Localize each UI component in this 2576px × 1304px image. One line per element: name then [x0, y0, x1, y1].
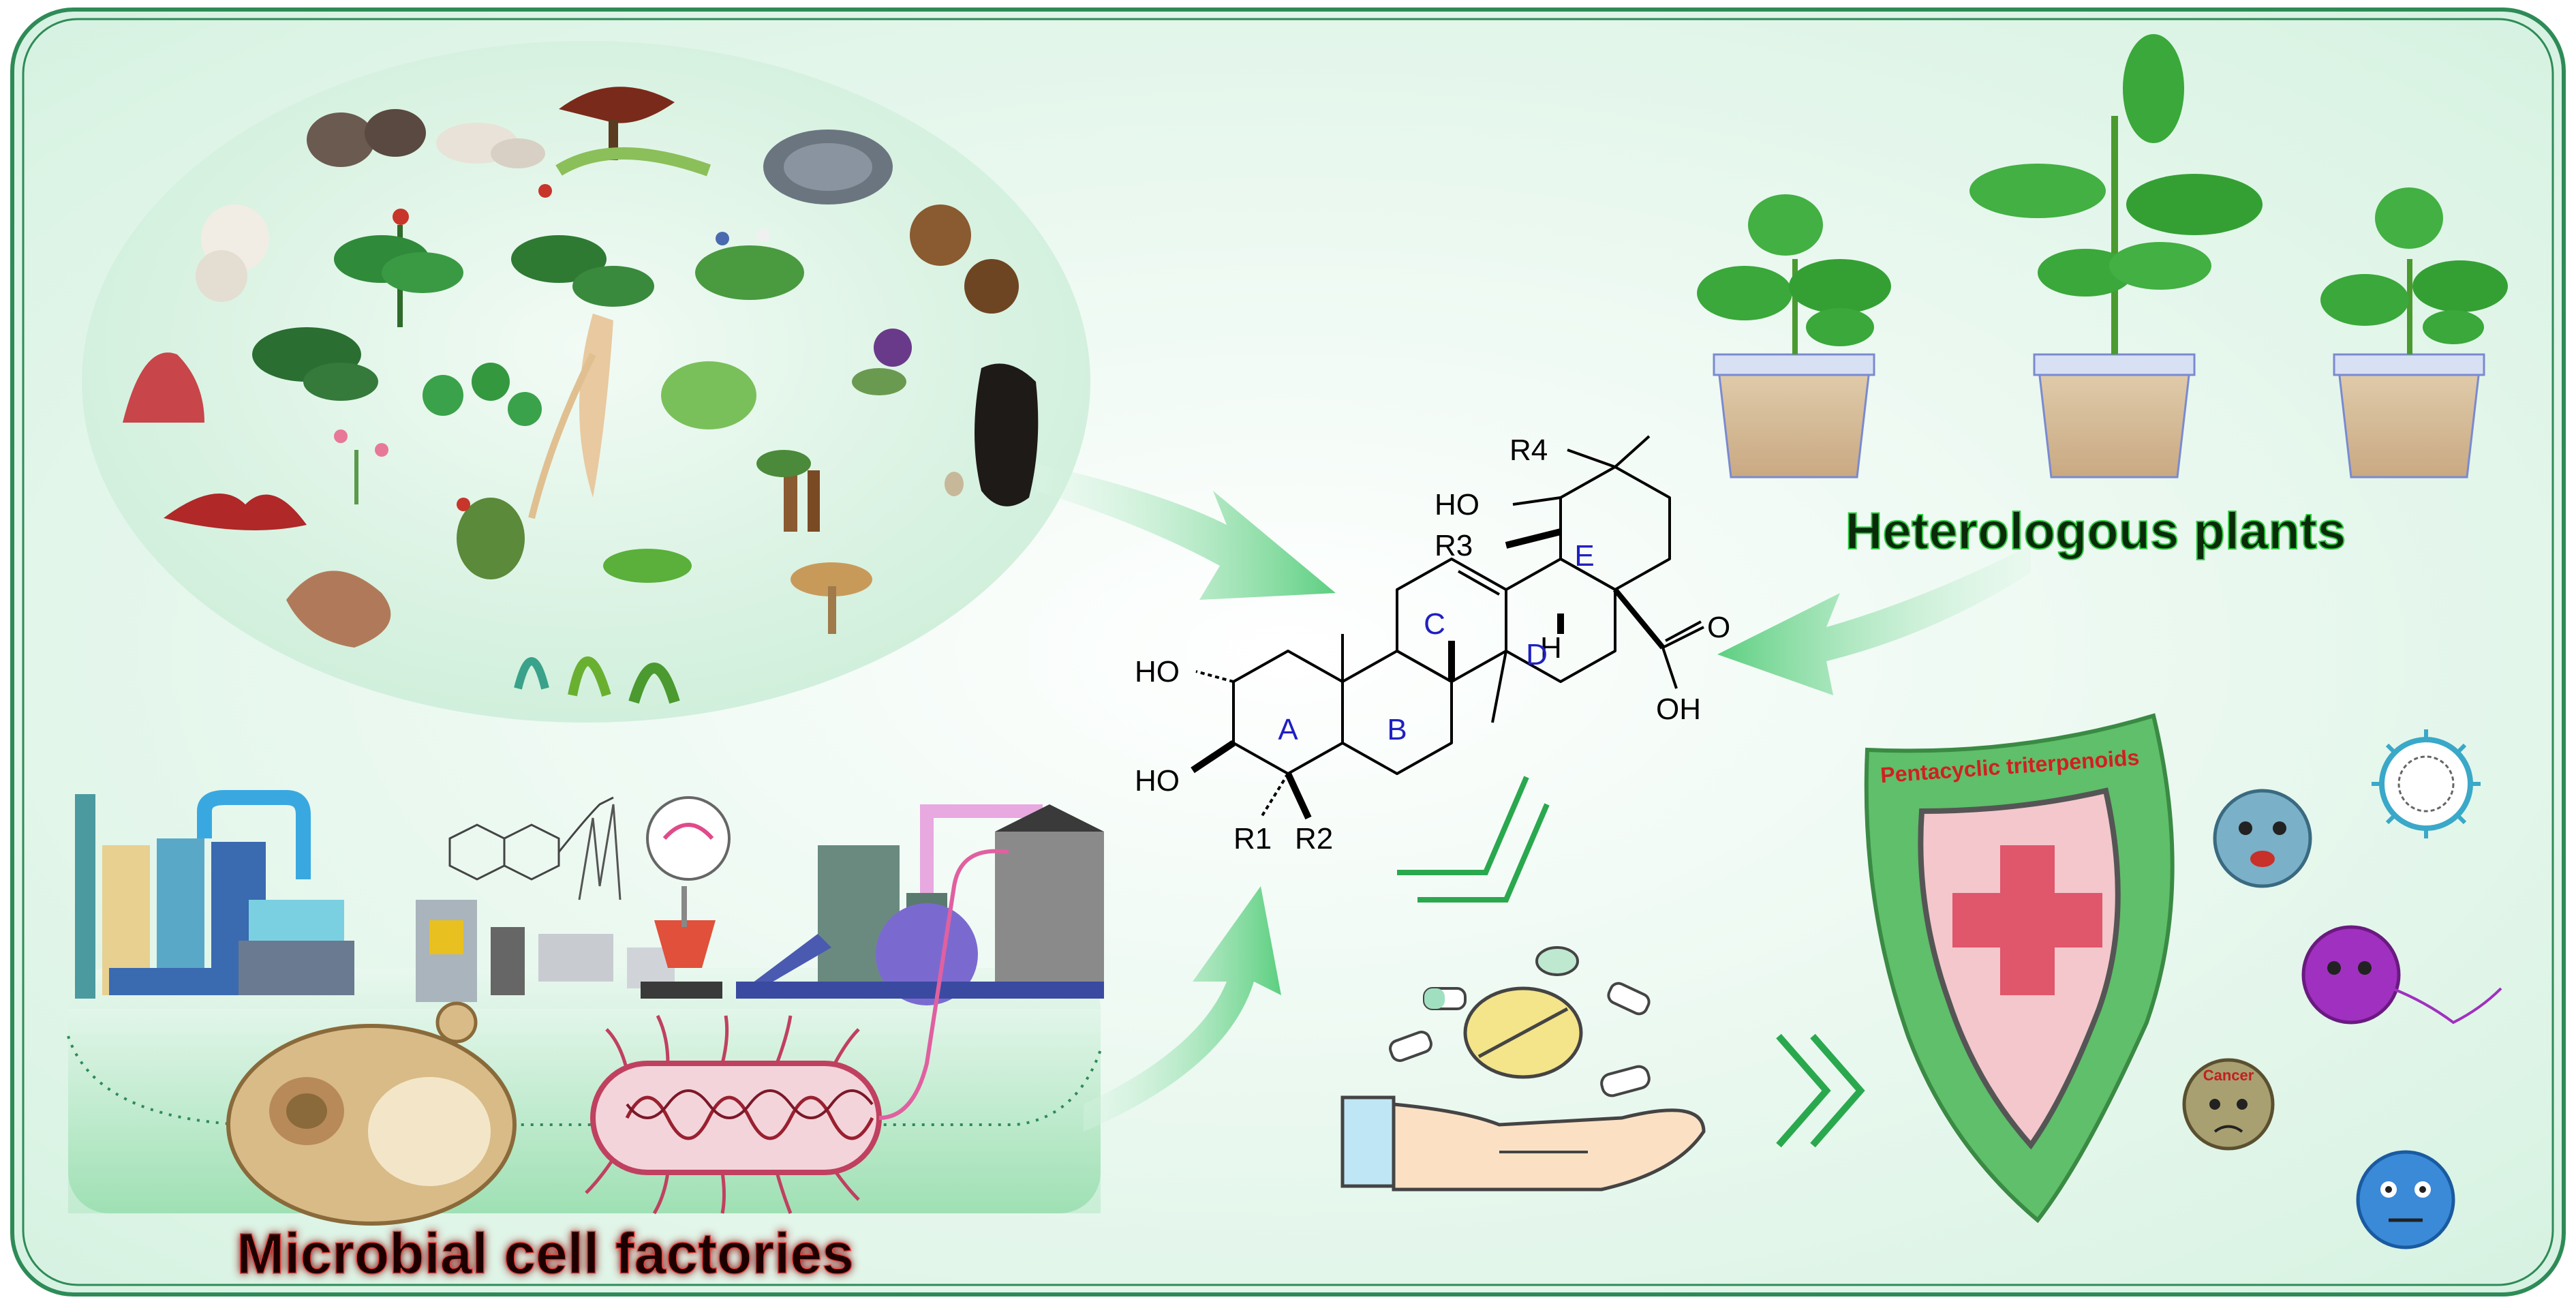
white-fungus-icon: [436, 123, 545, 168]
industrial-plant-illustration: [736, 804, 1104, 1005]
factory-illustration: [75, 790, 354, 999]
structure-labels: HO R3 R4 HO HO R1 R2 H O OH: [1135, 434, 1730, 855]
arrow-plants-to-structure: [1717, 545, 2031, 695]
cancer-cell-icon: Cancer: [2182, 1058, 2275, 1151]
chaga-fungus-icon: [945, 363, 1039, 506]
root-herb-icon: [457, 498, 525, 579]
heterologous-plants-label: Heterologous plants: [1845, 502, 2346, 560]
arrow-factories-to-structure: [1084, 886, 1281, 1132]
purple-germ-icon: [2301, 925, 2502, 1025]
golden-mushroom-icon: [791, 562, 872, 634]
svg-text:HO: HO: [1135, 655, 1180, 688]
laboratory-equipment: [416, 796, 731, 1002]
mushroom-icon: [307, 109, 426, 167]
truffle-icon: [910, 204, 1019, 314]
svg-text:R1: R1: [1233, 822, 1272, 855]
svg-text:E: E: [1574, 539, 1594, 573]
arrow-sources-to-structure: [1036, 464, 1336, 600]
svg-text:H: H: [1540, 631, 1562, 665]
reishi-mushroom-icon: [555, 87, 711, 177]
fern-herb-icon: [661, 361, 756, 429]
svg-text:HO: HO: [1435, 488, 1479, 521]
seedling-icon: [603, 549, 692, 583]
ring-letters: A B C D E: [1278, 539, 1594, 746]
svg-text:R3: R3: [1435, 529, 1473, 562]
pink-flower-icon: [334, 429, 388, 504]
bacterium-cell: [585, 849, 1009, 1215]
shield-with-cross: Pentacyclic triterpenoids: [1864, 713, 2175, 1224]
svg-text:A: A: [1278, 713, 1298, 746]
green-seaweed-icon: [514, 656, 680, 704]
red-seaweed-icon: [164, 494, 307, 530]
svg-text:C: C: [1424, 607, 1445, 641]
potted-plant-center: [1969, 34, 2263, 479]
potted-plant-left: [1697, 194, 1891, 479]
leafy-shrub-icon: [252, 327, 378, 401]
svg-text:HO: HO: [1135, 764, 1180, 798]
yeast-cell: [226, 1001, 517, 1226]
natural-sources-group: [82, 41, 1090, 723]
pasque-flower-icon: [852, 329, 912, 395]
triterpenoid-structure: [1191, 435, 1704, 820]
blue-germ-icon: [2213, 789, 2312, 888]
lions-mane-icon: [196, 204, 269, 302]
double-chevron-icon: [1776, 1033, 1865, 1148]
virus-icon: [2372, 729, 2481, 838]
flowering-herb-icon: [695, 228, 804, 300]
microbial-factories-label: Microbial cell factories: [236, 1222, 854, 1286]
svg-text:D: D: [1526, 638, 1548, 671]
chevron-icon: [1397, 776, 1550, 903]
turkey-tail-fungus-icon: [763, 130, 893, 204]
svg-text:R2: R2: [1295, 822, 1333, 855]
potted-plant-right: [2320, 187, 2508, 479]
svg-text:OH: OH: [1656, 693, 1701, 726]
svg-text:R4: R4: [1509, 434, 1548, 467]
herb-plant-icon: [334, 209, 463, 327]
dried-herb-icon: [286, 571, 391, 648]
hand-with-pills: [1340, 946, 1706, 1192]
microbial-panel-group: Microbial cell factories: [67, 790, 1104, 1286]
dotted-baseline: [67, 1035, 1102, 1126]
svg-text:B: B: [1387, 713, 1407, 746]
ginseng-icon: [511, 184, 654, 519]
svg-text:Cancer: Cancer: [2203, 1067, 2254, 1084]
svg-text:O: O: [1707, 611, 1730, 644]
spiky-blue-germ-icon: [2356, 1150, 2455, 1249]
red-algae-icon: [123, 352, 204, 423]
pennywort-icon: [423, 363, 542, 426]
bark-root-icon: [756, 450, 820, 532]
